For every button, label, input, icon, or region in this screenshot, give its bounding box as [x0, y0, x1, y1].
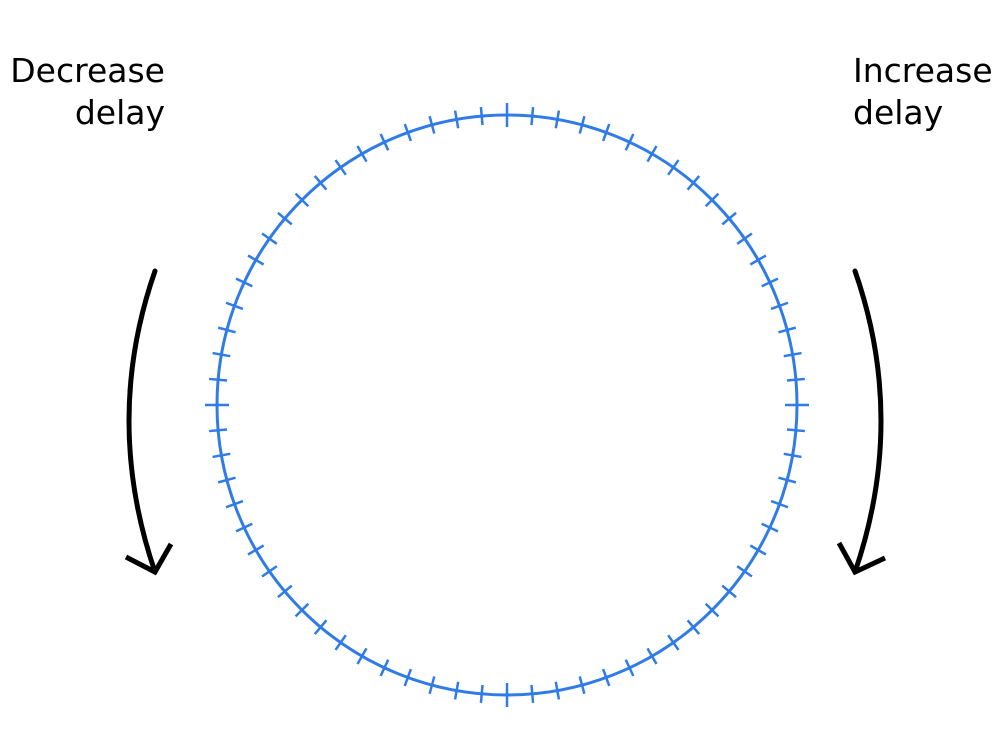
dial-tick [783, 452, 802, 459]
dial-tick [721, 584, 737, 599]
dial-tick [646, 145, 658, 163]
dial-tick [225, 499, 244, 509]
dial-tick [554, 110, 561, 129]
dial-tick [247, 254, 265, 266]
dial-tick [212, 452, 231, 459]
increase-label-line-1: Increase [853, 51, 993, 90]
dial-tick [667, 634, 680, 651]
dial-tick [601, 123, 611, 142]
dial-tick [453, 681, 460, 700]
dial-tick [294, 602, 310, 618]
dial-tick [736, 232, 753, 245]
increase-arrow-shaft [852, 268, 884, 575]
dial-tick [778, 326, 797, 334]
dial-tick [736, 565, 753, 578]
decrease-arrowhead-icon [124, 542, 174, 576]
dial-tick [217, 326, 236, 334]
dial-tick [428, 115, 436, 134]
dial-tick [783, 351, 802, 358]
dial-tick [667, 159, 680, 176]
dial-tick [209, 377, 228, 382]
dial-tick [209, 428, 228, 433]
dial-tick [786, 377, 805, 382]
decrease-label-line-1: Decrease [10, 51, 165, 90]
dial-tick [247, 544, 265, 556]
dial-tick [379, 659, 390, 677]
dial-tick [277, 584, 293, 599]
dial-tick [235, 522, 253, 533]
increase-delay-label: Increase delay [853, 50, 993, 134]
dial-tick [428, 676, 436, 695]
dial-tick [624, 659, 635, 677]
dial-tick [786, 428, 805, 433]
dial-tick [479, 107, 484, 126]
dial-tick [453, 110, 460, 129]
dial-tick [261, 232, 278, 245]
dial-tick [313, 175, 328, 191]
dial-tick [356, 145, 368, 163]
dial-tick [704, 192, 720, 208]
dial-ticks [205, 103, 809, 707]
dial-tick [686, 175, 701, 191]
delay-dial[interactable] [205, 103, 809, 707]
increase-arrow [836, 268, 887, 576]
dial-tick [601, 668, 611, 687]
dial-tick [261, 565, 278, 578]
dial-tick [235, 277, 253, 288]
dial-tick [761, 277, 779, 288]
dial-tick [578, 676, 586, 695]
dial-tick [778, 476, 797, 484]
dial-tick [761, 522, 779, 533]
decrease-label-line-2: delay [74, 93, 165, 132]
dial-tick [403, 668, 413, 687]
dial-tick [479, 684, 484, 703]
dial-tick [403, 123, 413, 142]
dial-tick [356, 647, 368, 665]
dial-tick [686, 619, 701, 635]
decrease-arrow-shaft [126, 268, 158, 575]
dial-tick [554, 681, 561, 700]
dial-tick [749, 544, 767, 556]
dial-tick [277, 211, 293, 226]
dial-tick [379, 133, 390, 151]
dial-tick [530, 107, 535, 126]
dial-tick [704, 602, 720, 618]
dial-tick [646, 647, 658, 665]
dial-tick [334, 634, 347, 651]
dial-tick [313, 619, 328, 635]
dial-tick [225, 301, 244, 311]
increase-arrowhead-icon [836, 541, 887, 576]
dial-tick [578, 115, 586, 134]
dial-tick [624, 133, 635, 151]
increase-label-line-2: delay [853, 93, 944, 132]
dial-tick [770, 301, 789, 311]
dial-tick [212, 351, 231, 358]
decrease-delay-label: Decrease delay [10, 50, 165, 134]
dial-tick [770, 499, 789, 509]
decrease-arrow [124, 268, 174, 576]
dial-tick [749, 254, 767, 266]
dial-tick [530, 684, 535, 703]
dial-tick [721, 211, 737, 226]
dial-tick [217, 476, 236, 484]
dial-tick [334, 159, 347, 176]
dial-tick [294, 192, 310, 208]
